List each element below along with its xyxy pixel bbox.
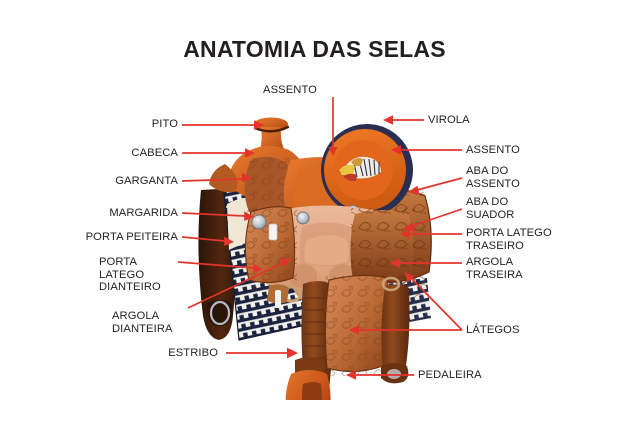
label-lategos: LÁTEGOS bbox=[466, 324, 520, 336]
label-garganta: GARGANTA bbox=[115, 175, 178, 187]
label-argola-traseira: ARGOLA TRASEIRA bbox=[466, 256, 523, 281]
label-pito: PITO bbox=[151, 118, 178, 130]
label-margarida: MARGARIDA bbox=[109, 207, 178, 219]
label-assento-top: ASSENTO bbox=[263, 84, 317, 96]
label-aba-do-assento: ABA DO ASSENTO bbox=[466, 165, 520, 190]
label-aba-do-suador: ABA DO SUADOR bbox=[466, 196, 515, 221]
label-porta-latego-dianteiro: PORTA LATEGO DIANTEIRO bbox=[99, 256, 161, 294]
label-porta-peiteira: PORTA PEITEIRA bbox=[85, 231, 178, 243]
label-virola: VIROLA bbox=[428, 114, 470, 126]
label-estribo: ESTRIBO bbox=[168, 347, 218, 359]
label-porta-latego-traseiro: PORTA LATEGO TRASEIRO bbox=[466, 227, 552, 252]
page-title: ANATOMIA DAS SELAS bbox=[183, 36, 446, 62]
label-cabeca: CABECA bbox=[131, 147, 178, 159]
saddle-illustration bbox=[198, 117, 432, 400]
label-pedaleira: PEDALEIRA bbox=[418, 369, 482, 381]
label-argola-dianteira: ARGOLA DIANTEIRA bbox=[112, 310, 173, 335]
label-assento-right: ASSENTO bbox=[466, 144, 520, 156]
